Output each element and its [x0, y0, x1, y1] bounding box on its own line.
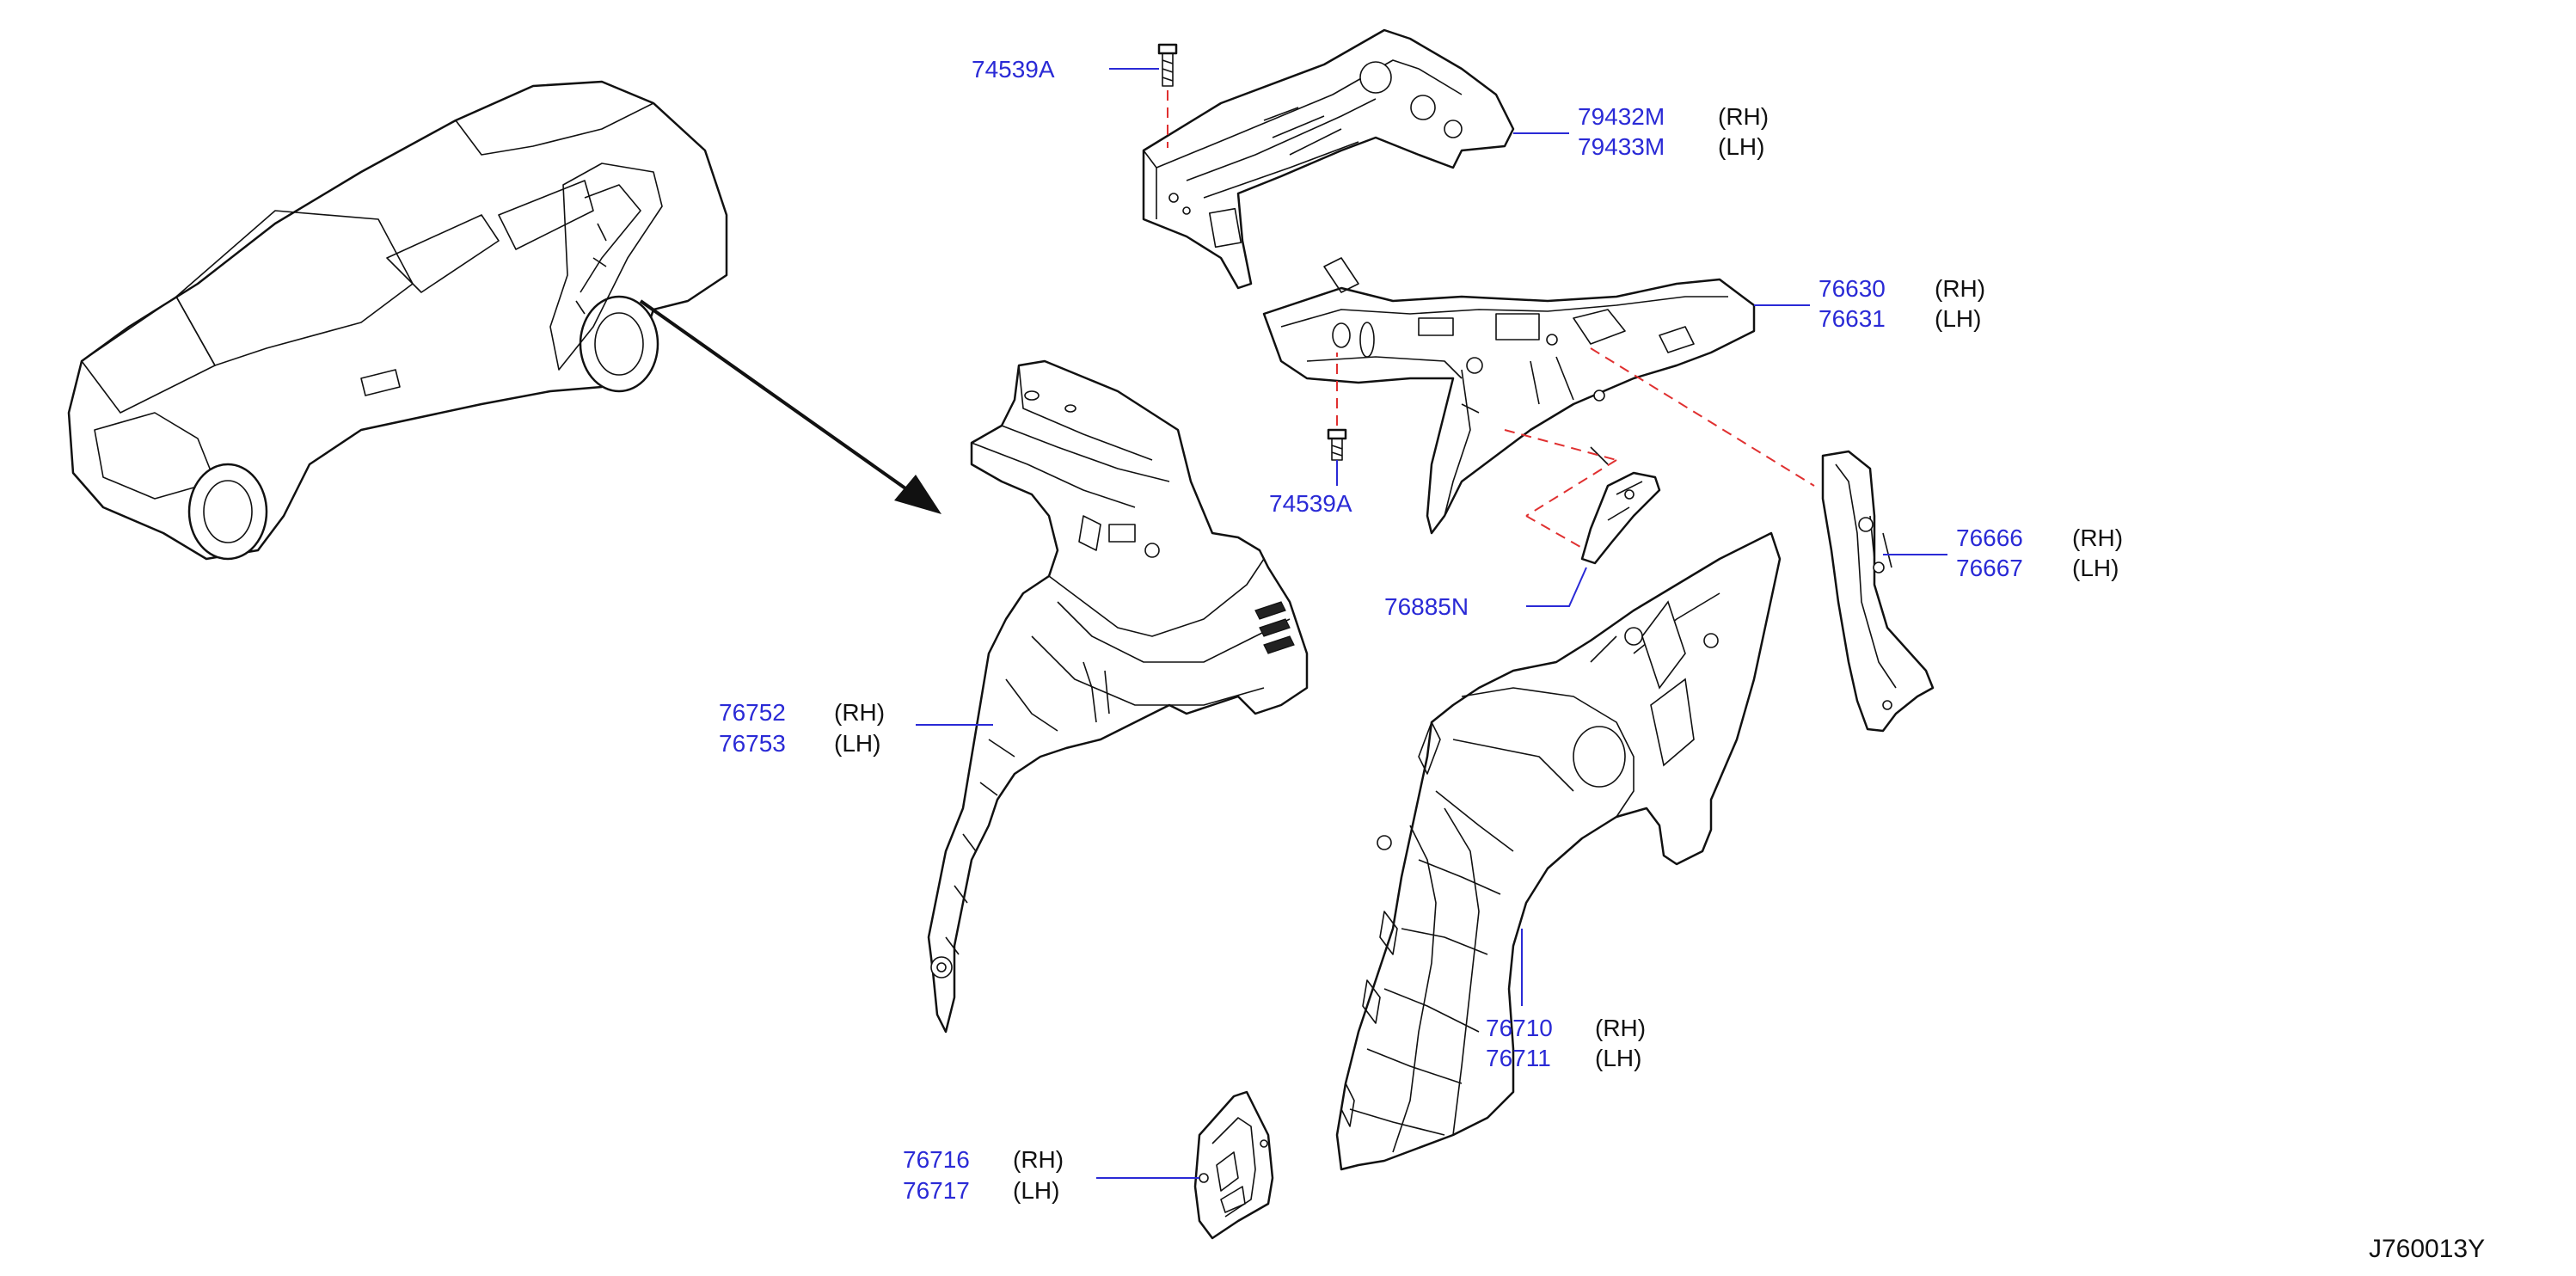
part-illustration-76710: [1335, 531, 1782, 1171]
side-label-rh: (RH): [834, 699, 885, 726]
part-illustration-76666: [1821, 450, 1935, 733]
part-number-lh[interactable]: 76753: [719, 730, 786, 757]
part-number-rh[interactable]: 76752: [719, 699, 786, 726]
callout-74539a-top[interactable]: 74539A: [972, 56, 1159, 83]
part-number-rh[interactable]: 79432M: [1578, 103, 1665, 130]
part-number[interactable]: 74539A: [1269, 490, 1352, 517]
callout-76710[interactable]: 76710 76711 (RH) (LH): [1486, 929, 1646, 1071]
part-number-lh[interactable]: 76667: [1956, 555, 2023, 581]
part-number-rh[interactable]: 76666: [1956, 525, 2023, 551]
callout-74539a-lower[interactable]: 74539A: [1269, 460, 1352, 517]
side-label-lh: (LH): [834, 730, 880, 757]
side-label-lh: (LH): [1013, 1177, 1059, 1204]
side-label-rh: (RH): [2072, 525, 2123, 551]
side-label-rh: (RH): [1013, 1146, 1064, 1173]
part-number-lh[interactable]: 76711: [1486, 1045, 1551, 1071]
part-number-lh[interactable]: 79433M: [1578, 133, 1665, 160]
part-illustration-76885n: [1580, 471, 1661, 565]
side-label-lh: (LH): [2072, 555, 2119, 581]
part-illustration-76752: [927, 359, 1309, 1034]
part-illustration-79432m: [1142, 28, 1515, 290]
callout-76752[interactable]: 76752 76753 (RH) (LH): [719, 699, 993, 757]
part-number-rh[interactable]: 76630: [1819, 275, 1886, 302]
part-number-lh[interactable]: 76631: [1819, 305, 1886, 332]
side-label-lh: (LH): [1595, 1045, 1641, 1071]
part-illustration-76716: [1193, 1090, 1274, 1240]
callout-76716[interactable]: 76716 76717 (RH) (LH): [903, 1146, 1199, 1204]
side-label-rh: (RH): [1935, 275, 1985, 302]
side-label-lh: (LH): [1935, 305, 1981, 332]
diagram-code: J760013Y: [2369, 1235, 2485, 1263]
part-number-rh[interactable]: 76716: [903, 1146, 970, 1173]
callout-76666[interactable]: 76666 76667 (RH) (LH): [1883, 525, 2123, 581]
side-label-rh: (RH): [1595, 1015, 1646, 1041]
part-number[interactable]: 74539A: [972, 56, 1055, 83]
callout-76630[interactable]: 76630 76631 (RH) (LH): [1754, 275, 1985, 332]
part-number[interactable]: 76885N: [1384, 593, 1469, 620]
part-number-rh[interactable]: 76710: [1486, 1015, 1553, 1041]
callout-79432m[interactable]: 79432M 79433M (RH) (LH): [1513, 103, 1769, 160]
car-overview-illustration: [67, 80, 941, 561]
side-label-lh: (LH): [1718, 133, 1764, 160]
part-illustration-76630: [1262, 257, 1815, 551]
side-label-rh: (RH): [1718, 103, 1769, 130]
part-number-lh[interactable]: 76717: [903, 1177, 970, 1204]
callout-76885n[interactable]: 76885N: [1384, 567, 1587, 620]
